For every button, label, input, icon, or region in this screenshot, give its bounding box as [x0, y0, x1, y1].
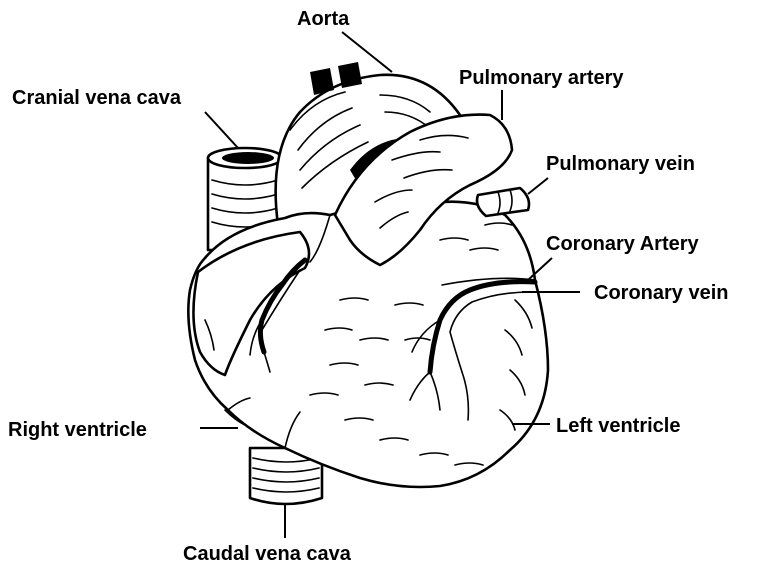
label-aorta: Aorta	[297, 8, 350, 30]
label-caudal-vena-cava: Caudal vena cava	[183, 543, 352, 565]
cranial-vena-cava-leader	[205, 112, 238, 148]
label-coronary-vein: Coronary vein	[594, 282, 728, 304]
label-pulmonary-artery: Pulmonary artery	[459, 67, 624, 89]
pulmonary-vein-leader	[528, 178, 548, 194]
label-coronary-artery: Coronary Artery	[546, 233, 700, 255]
heart-illustration	[188, 62, 548, 504]
label-right-ventricle: Right ventricle	[8, 419, 147, 441]
pulmonary-vein-vessel	[477, 188, 529, 216]
label-cranial-vena-cava: Cranial vena cava	[12, 87, 182, 109]
label-pulmonary-vein: Pulmonary vein	[546, 153, 695, 175]
label-left-ventricle: Left ventricle	[556, 415, 680, 437]
